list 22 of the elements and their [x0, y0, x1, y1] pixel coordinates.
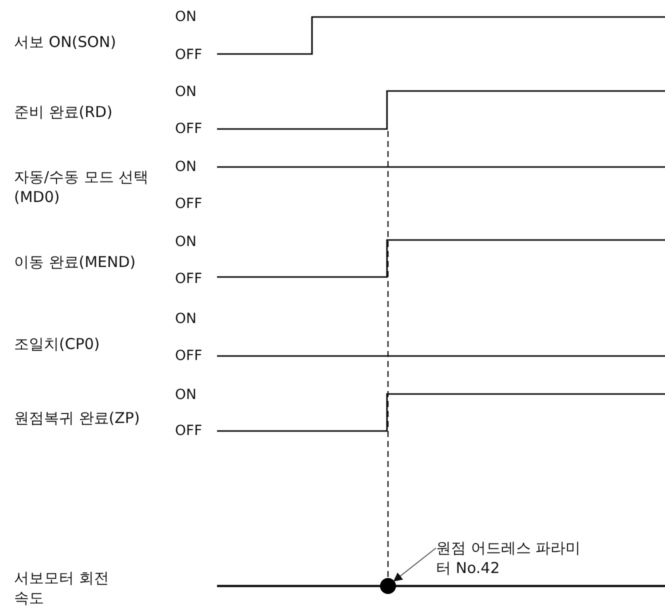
- signal-name: 서보모터 회전 속도: [14, 568, 110, 608]
- signal-name: 조일치(CP0): [14, 334, 100, 354]
- signal-name: 서보 ON(SON): [14, 32, 116, 52]
- leader-line: [393, 548, 436, 582]
- signal-name: 원점복귀 완료(ZP): [14, 408, 140, 428]
- callout-text: 원점 어드레스 파라미터 No.42: [436, 538, 586, 578]
- state-label: ON: [175, 386, 196, 404]
- state-label: OFF: [175, 195, 202, 213]
- state-label: OFF: [175, 422, 202, 440]
- state-label: ON: [175, 310, 196, 328]
- state-label: OFF: [175, 347, 202, 365]
- state-label: ON: [175, 8, 196, 26]
- signal-name: 이동 완료(MEND): [14, 252, 136, 272]
- origin-dot: [380, 578, 396, 594]
- state-label: OFF: [175, 270, 202, 288]
- state-label: ON: [175, 158, 196, 176]
- state-label: OFF: [175, 120, 202, 138]
- state-label: OFF: [175, 46, 202, 64]
- signal-name: 준비 완료(RD): [14, 102, 112, 122]
- state-label: ON: [175, 233, 196, 251]
- state-label: ON: [175, 83, 196, 101]
- signal-name: 자동/수동 모드 선택(MD0): [14, 167, 150, 207]
